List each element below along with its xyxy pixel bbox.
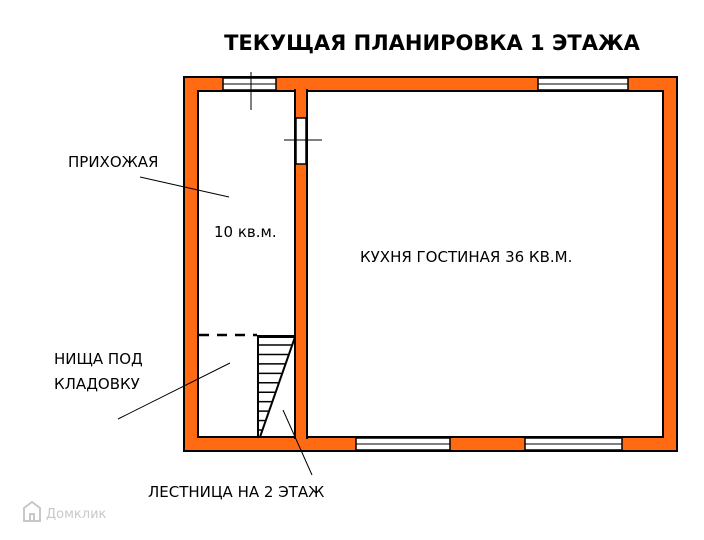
watermark-text: Домклик xyxy=(46,507,107,522)
leader-storage xyxy=(117,362,231,420)
label-hallway: ПРИХОЖАЯ xyxy=(68,153,158,171)
label-kitchen-living: КУХНЯ ГОСТИНАЯ 36 КВ.М. xyxy=(360,248,572,266)
watermark-logo-icon xyxy=(23,500,41,522)
leader-stairs xyxy=(282,409,313,476)
label-storage-line1: НИЩА ПОД xyxy=(54,350,143,368)
outer-wall xyxy=(183,76,678,452)
staircase xyxy=(257,335,296,438)
label-stairs: ЛЕСТНИЦА НА 2 ЭТАЖ xyxy=(148,483,324,501)
leader-lines xyxy=(117,176,313,476)
staircase-outline xyxy=(257,335,295,338)
windows xyxy=(222,77,629,451)
walls xyxy=(183,76,678,452)
leader-hallway xyxy=(139,176,230,198)
door-markers xyxy=(250,72,322,141)
window-top-kitchen xyxy=(537,77,629,91)
label-storage-line2: КЛАДОВКУ xyxy=(54,375,140,393)
window-top-hallway xyxy=(222,77,277,91)
window-bottom-left xyxy=(355,437,451,451)
stair-steps xyxy=(258,344,293,431)
watermark: Домклик xyxy=(23,500,107,522)
plan-title: ТЕКУЩАЯ ПЛАНИРОВКА 1 ЭТАЖА xyxy=(224,31,641,55)
label-hallway-area: 10 кв.м. xyxy=(214,223,277,241)
window-bottom-right xyxy=(524,437,623,451)
partition-opening xyxy=(295,117,307,165)
